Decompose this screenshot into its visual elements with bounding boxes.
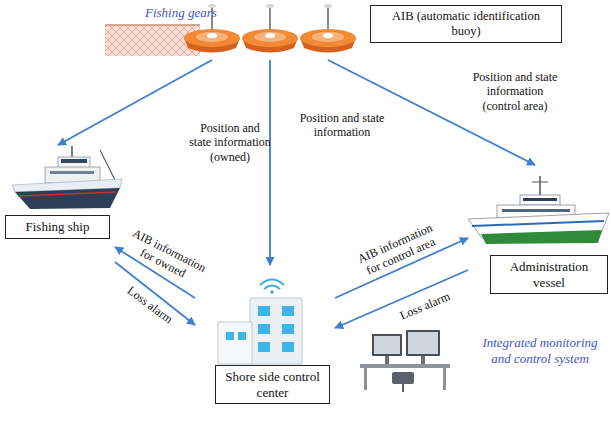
ship-boom [100, 150, 115, 180]
vessel-bottom [481, 230, 602, 244]
buoy-cap [266, 4, 274, 8]
chair [392, 372, 414, 384]
wifi-dot [270, 290, 274, 294]
connector-label: Loss alarm [118, 278, 183, 332]
desk-leg [364, 368, 367, 390]
station-node: Shore side control center [195, 265, 335, 415]
building-window [282, 306, 294, 316]
building-window [238, 332, 246, 340]
connector-label: AIB information for control area [352, 219, 444, 281]
buoy-cap [324, 4, 332, 8]
connector-label: Position and state information (control … [469, 70, 561, 113]
buoy-antenna-base [265, 33, 275, 38]
monitor-stand [421, 356, 425, 364]
ship-stripe [18, 192, 116, 196]
monitoring-desk-illustration [360, 330, 450, 392]
buoy-antenna-base [207, 33, 217, 38]
monitor-screen [374, 336, 400, 354]
vessel-windows [502, 209, 570, 212]
label-box: Fishing ship [5, 215, 110, 239]
monitor [372, 334, 402, 356]
ship-mast [71, 146, 73, 158]
ship-bridge [58, 157, 90, 168]
building-window [282, 324, 294, 334]
monitor-screen [408, 332, 438, 354]
wifi-arc [264, 286, 280, 290]
fishing-ship-illustration [12, 146, 122, 209]
building-window [258, 324, 270, 334]
ship-windows [61, 159, 87, 163]
building-window [258, 306, 270, 316]
control-center-building [218, 280, 302, 365]
connector-label: Position and state information [292, 111, 392, 140]
caption-text: Integrated monitoring and control system [478, 335, 602, 366]
desk-leg [443, 368, 446, 390]
monitor [406, 330, 440, 356]
desk-top [360, 364, 450, 368]
caption-text: Fishing gears [145, 5, 235, 21]
ship-windows [50, 171, 94, 174]
signal-arrow [335, 270, 468, 328]
building-window [282, 342, 294, 352]
administration-vessel-illustration [468, 176, 609, 244]
vessel-bridge [520, 195, 560, 205]
building-window [226, 332, 234, 340]
building-tower [250, 298, 302, 364]
building-window [258, 342, 270, 352]
buoy-mast [269, 4, 271, 32]
connector-label: Loss alarm [390, 286, 460, 327]
vessel-stripe [472, 221, 604, 226]
signal-arrow [269, 60, 271, 265]
buoy-deck [312, 32, 344, 42]
buoy-top [184, 29, 240, 47]
label-box: Administration vessel [490, 255, 608, 294]
monitor-stand [385, 356, 389, 364]
chair-post [402, 384, 404, 392]
buoy-deck [196, 32, 228, 42]
vessel-windows [523, 198, 557, 201]
vessel-yard [532, 182, 548, 183]
buoy [242, 4, 298, 53]
buoy-top [300, 29, 356, 47]
buoy-antenna-base [323, 33, 333, 38]
wifi-arc [260, 280, 284, 286]
net-rope [105, 24, 200, 26]
label-box: Shore side control center [215, 365, 330, 404]
ship-hull [15, 188, 120, 209]
station-node: AIB (automatic identification buoy) [200, 2, 562, 60]
signal-arrow [58, 60, 212, 145]
station-node: Administration vessel [468, 165, 610, 292]
buoy-mast [327, 4, 329, 32]
vessel-mast [539, 176, 541, 196]
station-node: Fishing ship [5, 145, 115, 265]
buoy-top [242, 29, 298, 47]
label-box: AIB (automatic identification buoy) [370, 5, 562, 43]
connector-label: Position and state information (owned) [189, 121, 271, 164]
building-wing [218, 322, 252, 364]
buoy [300, 4, 356, 53]
buoy-deck [254, 32, 286, 42]
